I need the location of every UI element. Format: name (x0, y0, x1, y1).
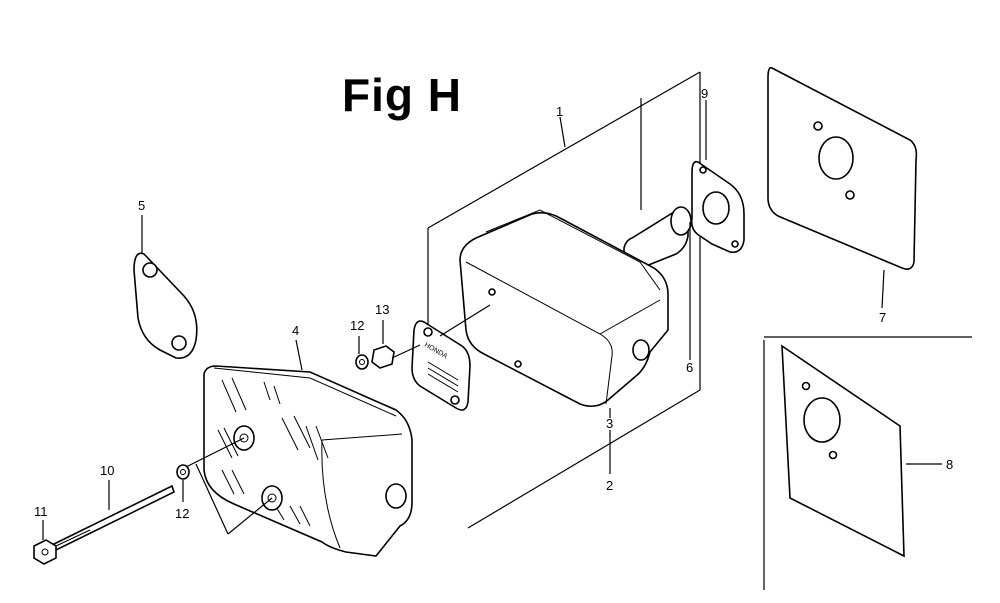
part-7-shield-plate (767, 66, 918, 309)
part-12-13-nut-washer (355, 320, 421, 370)
callout-6: 6 (686, 360, 693, 375)
part-8-heat-plate (763, 336, 972, 590)
callout-12-upper: 12 (350, 318, 364, 333)
part-10-bolt (53, 480, 175, 552)
muffler-gasket-plate: HONDA (411, 304, 491, 411)
callout-7: 7 (879, 310, 886, 325)
callout-3: 3 (606, 416, 613, 431)
part-5-stay-plate (133, 215, 198, 359)
callout-12-lower: 12 (175, 506, 189, 521)
part-12-washer (176, 464, 190, 502)
callout-11: 11 (34, 504, 48, 519)
callout-10: 10 (100, 463, 114, 478)
part-9-gasket (690, 100, 745, 254)
callout-8: 8 (946, 457, 953, 472)
part-6-screen (623, 206, 692, 360)
part-4-protector (179, 339, 413, 557)
callout-9: 9 (701, 86, 708, 101)
callout-1: 1 (556, 104, 563, 119)
figure-title: Fig H (342, 69, 462, 121)
callout-5: 5 (138, 198, 145, 213)
callout-13: 13 (375, 302, 389, 317)
part-3-muffler (459, 209, 669, 474)
callout-2: 2 (606, 478, 613, 493)
callout-4: 4 (292, 323, 299, 338)
part-11-nut (33, 520, 57, 565)
